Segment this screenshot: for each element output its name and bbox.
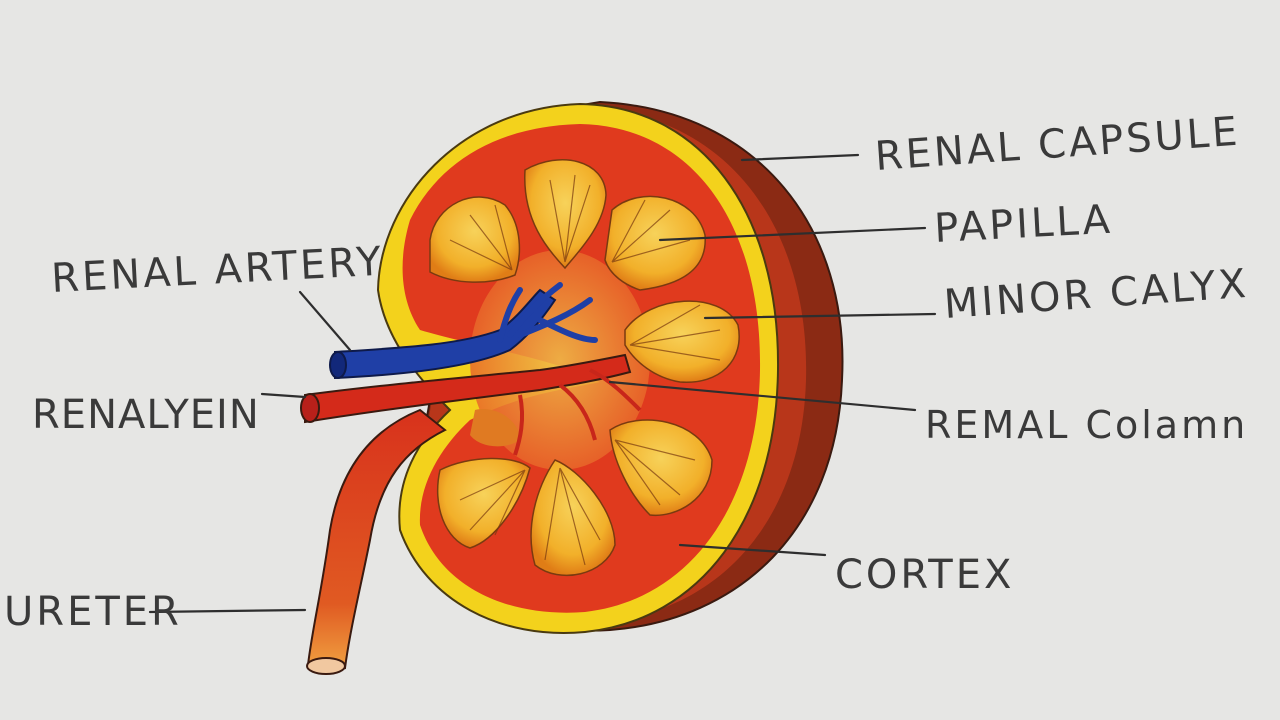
renal-vein-opening <box>301 394 319 422</box>
leader-renal-capsule <box>742 155 858 160</box>
label-ureter: URETER <box>4 589 182 635</box>
label-papilla: PAPILLA <box>933 197 1114 252</box>
label-renal-artery: RENAL ARTERY <box>50 239 385 302</box>
label-minor-calyx: MINOR CALYX <box>942 261 1250 328</box>
label-cortex: CORTEX <box>835 552 1014 598</box>
label-renal-capsule: RENAL CAPSULE <box>873 109 1241 180</box>
leader-renal-vein <box>262 394 305 397</box>
renal-artery-opening <box>330 352 346 378</box>
label-renal-vein: RENALYEIN <box>32 392 260 438</box>
ureter-opening <box>307 658 345 674</box>
label-remal-colamn: REMAL Colamn <box>925 403 1248 447</box>
leader-renal-artery <box>300 292 350 350</box>
